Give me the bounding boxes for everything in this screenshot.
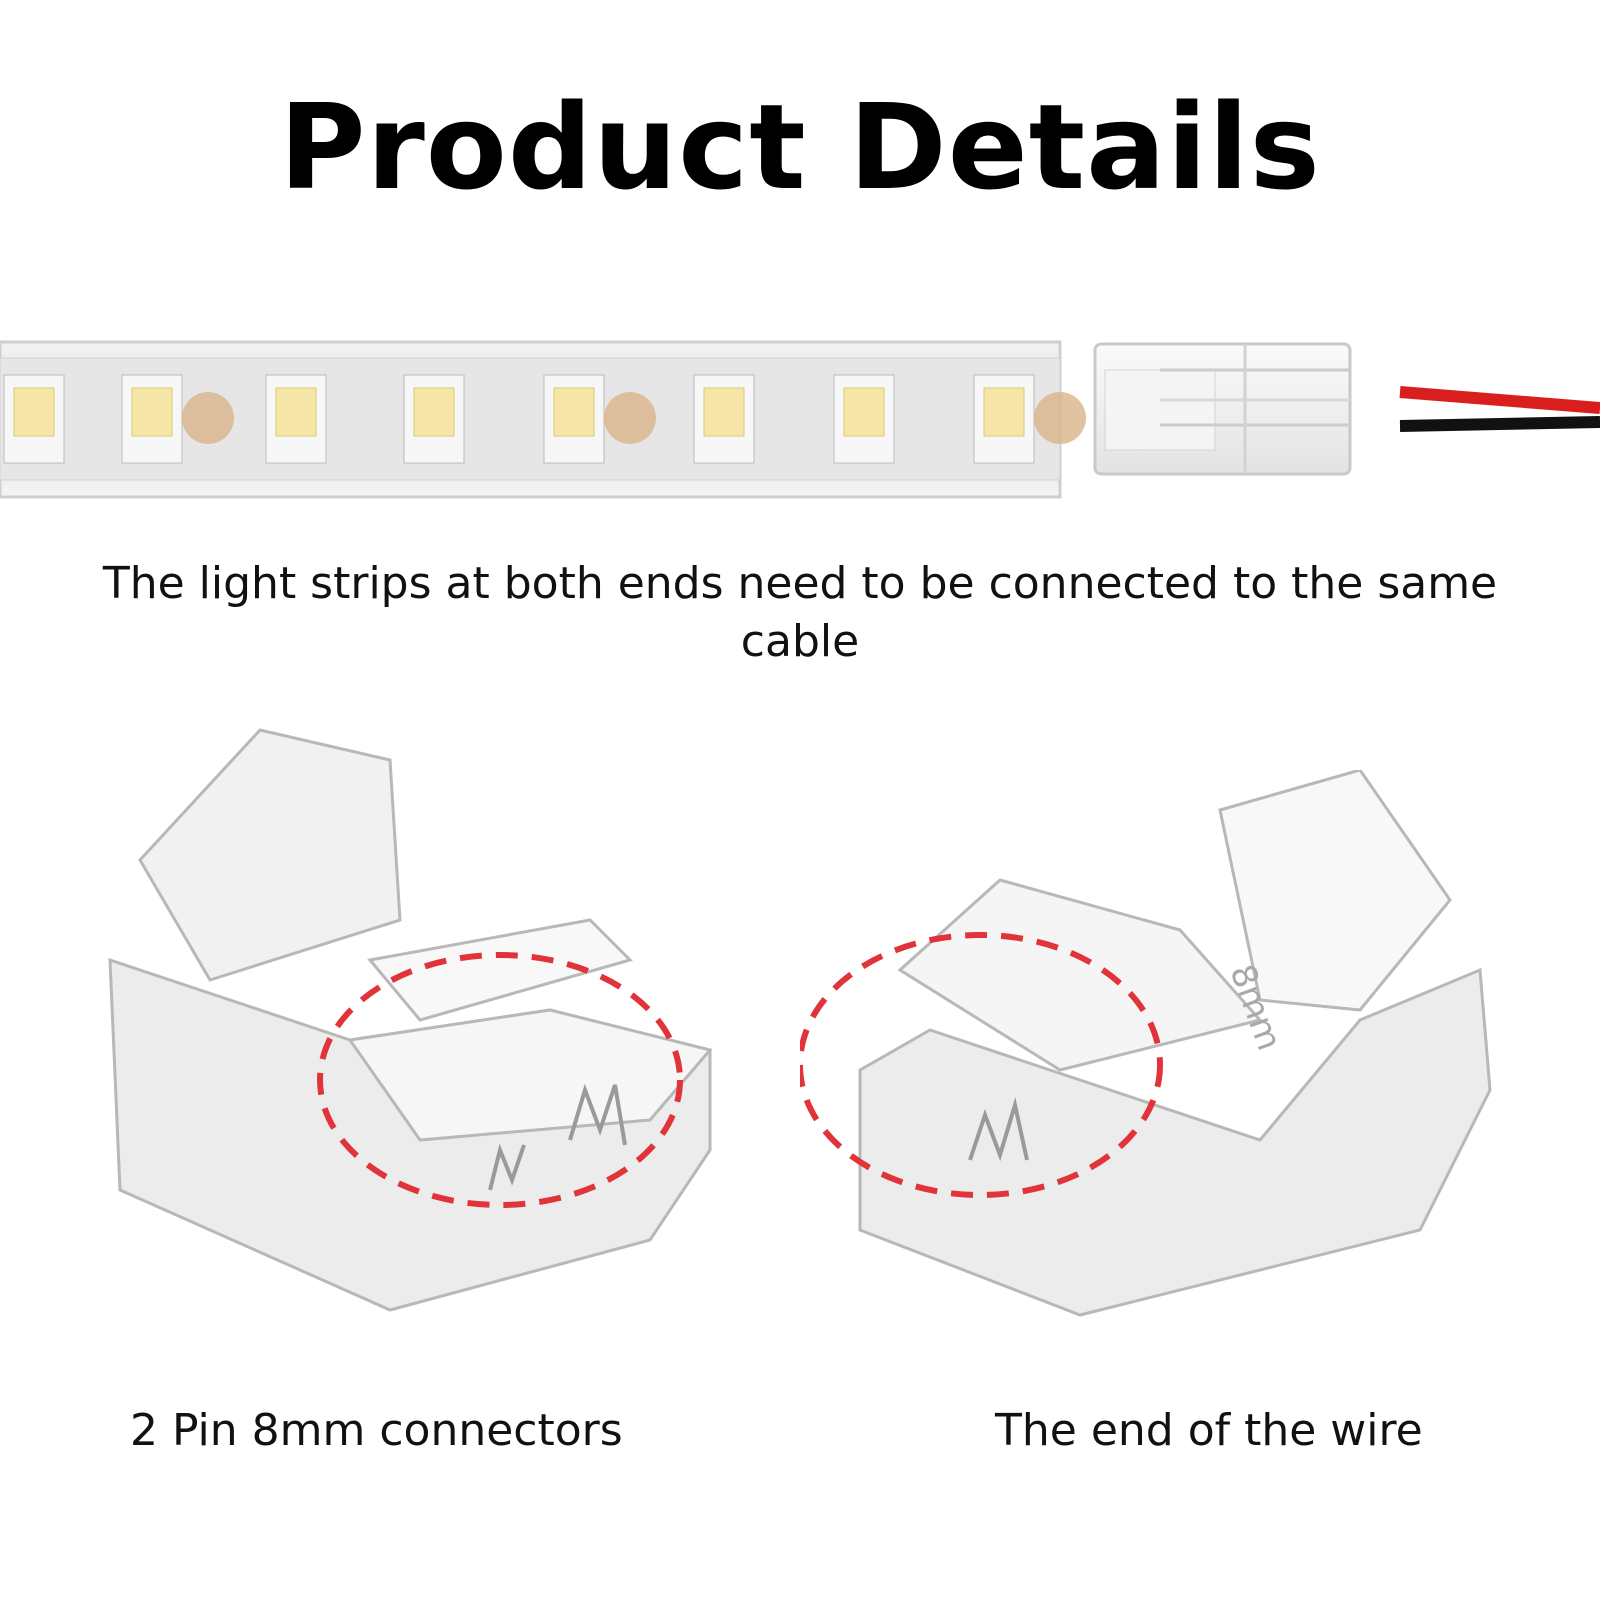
- solder-pad: [182, 392, 234, 444]
- solder-pad: [604, 392, 656, 444]
- led-emitter: [703, 387, 745, 437]
- connector-right-illustration: 8mm: [800, 770, 1492, 1317]
- led-emitter: [131, 387, 173, 437]
- led-emitter: [13, 387, 55, 437]
- led-emitter: [275, 387, 317, 437]
- right-connector-label: The end of the wire: [995, 1405, 1423, 1456]
- led-emitter: [983, 387, 1025, 437]
- strip-connector: [1093, 342, 1352, 476]
- wire: [1399, 386, 1600, 432]
- led-emitter: [413, 387, 455, 437]
- connector-left-illustration: [108, 728, 713, 1312]
- left-connector-label: 2 Pin 8mm connectors: [130, 1405, 623, 1456]
- page-title: Product Details: [279, 78, 1321, 216]
- led-emitter: [553, 387, 595, 437]
- solder-pad: [1034, 392, 1086, 444]
- led-emitter: [843, 387, 885, 437]
- led-strip-illustration: [0, 340, 1600, 499]
- connection-caption: The light strips at both ends need to be…: [102, 558, 1498, 667]
